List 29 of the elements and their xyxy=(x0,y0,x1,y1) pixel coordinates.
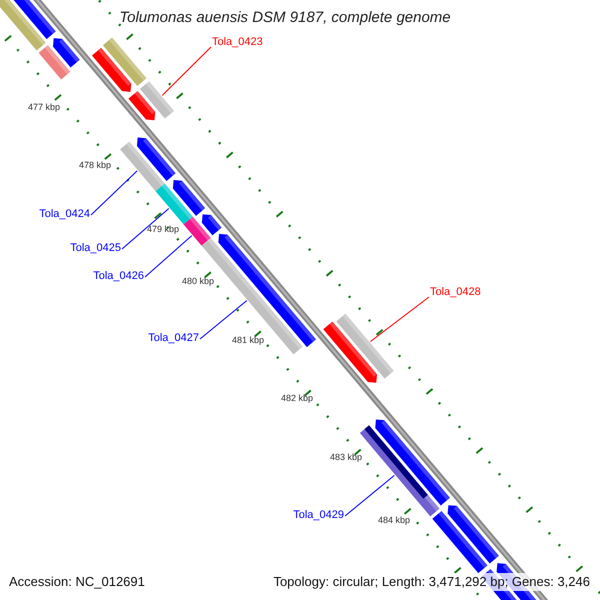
leader-line xyxy=(144,235,192,278)
title: Tolumonas auensis DSM 9187, complete genome xyxy=(118,9,452,27)
tick-label: 483 kbp xyxy=(328,452,364,463)
gene-segment xyxy=(120,142,165,192)
tick-label: 478 kbp xyxy=(78,160,112,171)
leader-line xyxy=(370,296,430,342)
tick-label: 479 kbp xyxy=(146,224,180,235)
gene-label: Tola_0427 xyxy=(148,331,199,345)
gene-segment xyxy=(336,314,394,379)
gene-segment xyxy=(140,81,174,119)
leader-line xyxy=(344,474,395,516)
tick-label: 484 kbp xyxy=(376,515,412,526)
gene-label: Tola_0429 xyxy=(293,508,344,522)
gene-label: Tola_0424 xyxy=(39,207,90,221)
leader-line xyxy=(200,300,248,340)
gene-label: Tola_0428 xyxy=(430,285,481,299)
gene-segment xyxy=(202,238,303,354)
tick-label: 477 kbp xyxy=(26,102,62,113)
gene-segment xyxy=(156,184,193,224)
tick-label: 480 kbp xyxy=(180,276,216,287)
gene-label: Tola_0426 xyxy=(93,269,144,283)
leader-line xyxy=(90,170,138,216)
gene-label: Tola_0425 xyxy=(70,241,121,255)
tick-label: 481 kbp xyxy=(230,335,266,346)
leader-line xyxy=(122,208,170,250)
gene-label: Tola_0423 xyxy=(212,35,263,49)
leader-line xyxy=(162,46,212,96)
gene-segment xyxy=(184,216,211,246)
tick-label: 482 kbp xyxy=(280,393,314,404)
